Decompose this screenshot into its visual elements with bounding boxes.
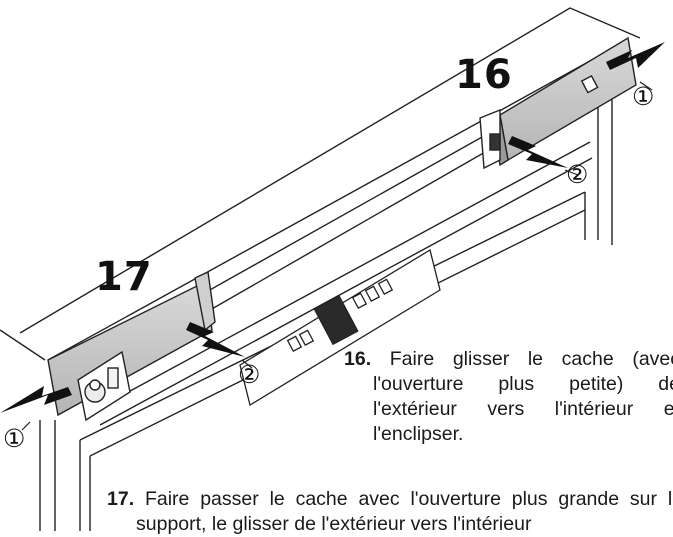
callout-1-right: ① — [632, 83, 655, 111]
arrow-icons — [0, 42, 665, 413]
instruction-number: 17. — [107, 488, 135, 510]
step-16-label: 16 — [455, 52, 513, 98]
instruction-number: 16. — [344, 348, 372, 370]
instruction-step-17: 17. Faire passer le cache avec l'ouvertu… — [107, 487, 673, 537]
right-cover — [479, 36, 637, 170]
callout-leaders — [21, 81, 653, 431]
arrow-left-1 — [0, 386, 72, 413]
instruction-text: Faire glisser le cache (avec l'ouverture… — [373, 348, 673, 445]
callout-1-left: ① — [3, 425, 26, 453]
arrow-right-1 — [606, 42, 665, 70]
instruction-text: Faire passer le cache avec l'ouverture p… — [136, 488, 673, 535]
cover-opening-small — [580, 74, 599, 94]
instruction-step-16: 16. Faire glisser le cache (avec l'ouver… — [344, 347, 673, 447]
left-cover — [47, 270, 216, 422]
callout-2-right: ② — [566, 161, 589, 189]
control-panel — [239, 248, 441, 407]
step-17-label: 17 — [95, 254, 153, 300]
arrow-left-2 — [186, 322, 245, 357]
control-display — [313, 294, 359, 346]
callout-2-left: ② — [238, 361, 261, 389]
arrow-right-2 — [508, 136, 568, 168]
